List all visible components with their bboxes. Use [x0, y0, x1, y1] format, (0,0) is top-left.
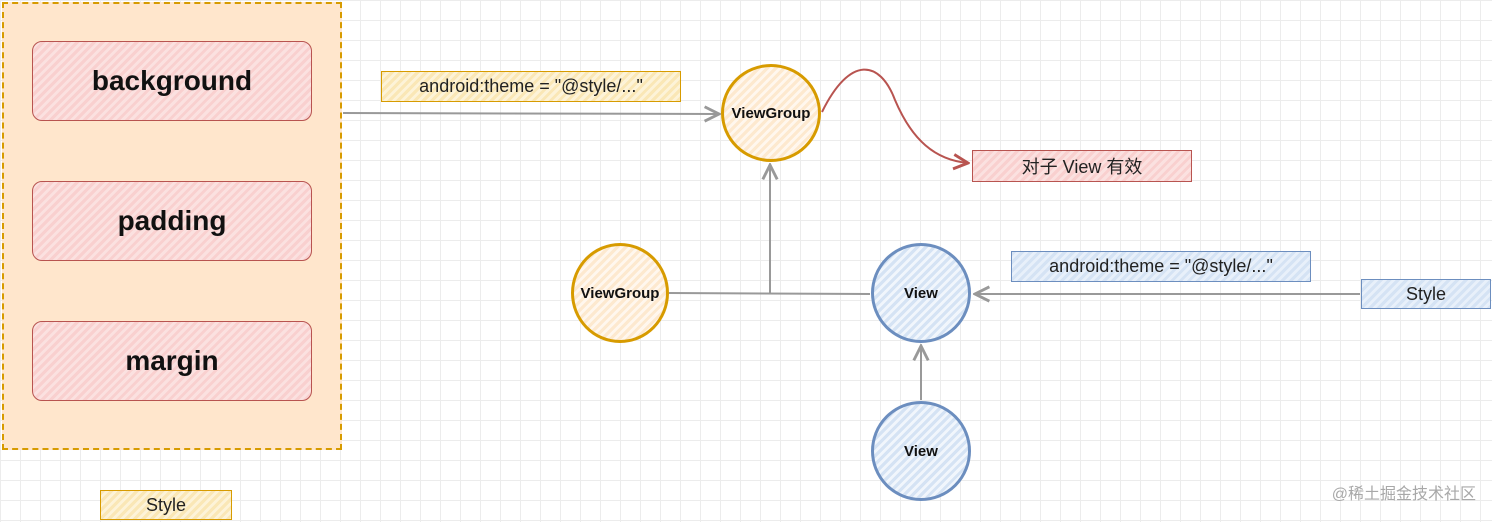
property-background: background: [32, 41, 312, 121]
node-view: View: [871, 243, 971, 343]
node-child-viewgroup: ViewGroup: [571, 243, 669, 343]
style-label-right-text: Style: [1405, 283, 1447, 304]
property-margin: margin: [32, 321, 312, 401]
node-parent-viewgroup: ViewGroup: [721, 64, 821, 162]
node-child-view-label: View: [904, 442, 938, 460]
property-background-label: background: [91, 65, 253, 96]
theme-label-top-text: android:theme = "@style/...": [419, 76, 643, 96]
node-child-view: View: [871, 401, 971, 501]
effect-label-text: 对子 View 有效: [1021, 157, 1143, 177]
style-legend-text: Style: [145, 494, 187, 515]
theme-label-right-text: android:theme = "@style/...": [1049, 256, 1273, 276]
theme-label-right: android:theme = "@style/...": [1011, 251, 1311, 282]
node-parent-viewgroup-label: ViewGroup: [731, 104, 811, 122]
watermark: @稀土掘金技术社区: [1331, 486, 1476, 503]
effect-label: 对子 View 有效: [972, 150, 1192, 182]
property-padding: padding: [32, 181, 312, 261]
node-view-label: View: [904, 284, 938, 302]
arrow-style-to-viewgroup: [342, 113, 719, 114]
style-legend-label: Style: [100, 490, 232, 520]
property-margin-label: margin: [125, 345, 219, 376]
style-label-right: Style: [1361, 279, 1491, 309]
arrow-viewgroup-to-effect: [821, 68, 968, 163]
theme-label-top: android:theme = "@style/...": [381, 71, 681, 102]
node-child-viewgroup-label: ViewGroup: [580, 284, 660, 302]
property-padding-label: padding: [117, 205, 227, 236]
